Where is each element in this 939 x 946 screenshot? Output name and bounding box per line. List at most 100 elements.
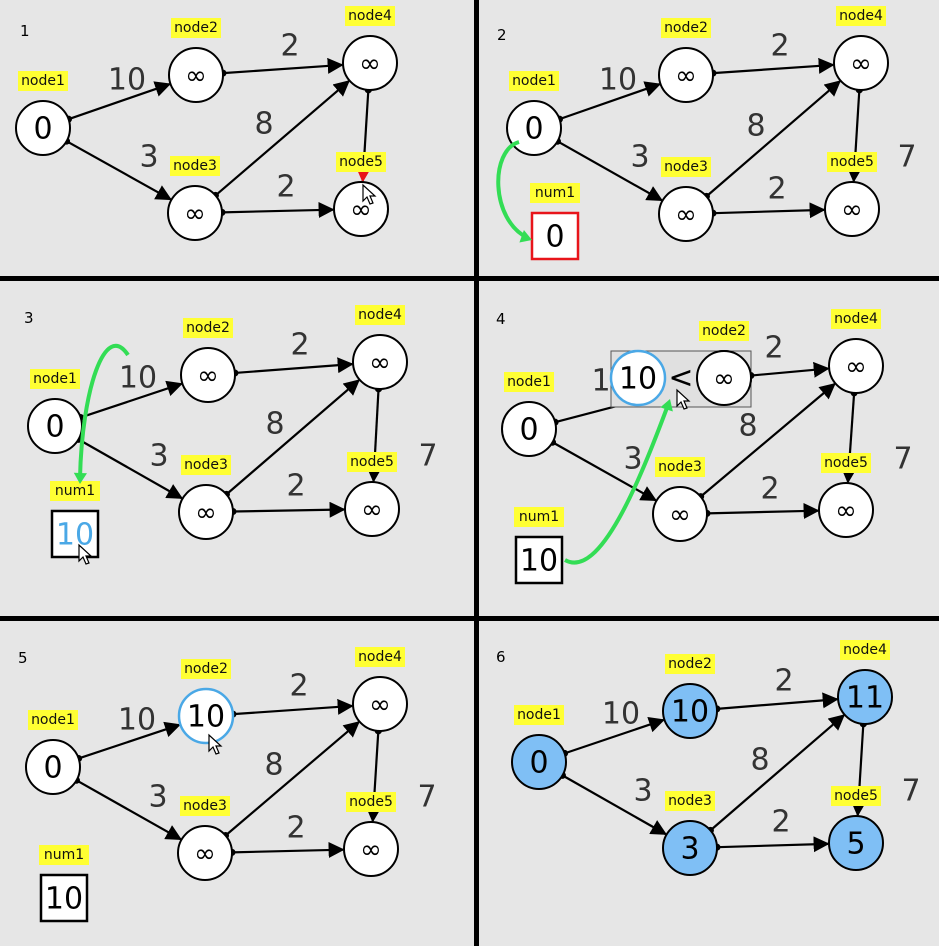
- node4-circle: [352, 676, 408, 732]
- node5-label: node5: [349, 794, 393, 810]
- edge-n1_n3: [77, 438, 184, 500]
- panel-number: 5: [18, 649, 28, 667]
- node1-circle: [511, 734, 567, 790]
- edge-n3_n4: [699, 382, 836, 498]
- node2: ∞node2: [658, 18, 714, 103]
- edge-n2_n4: [222, 57, 344, 75]
- weight-n3_n5: 2: [286, 811, 305, 846]
- green-arrow-panel-4: [564, 404, 670, 565]
- node3-circle: [167, 185, 223, 241]
- node4-label-bg: [345, 6, 395, 26]
- node2-circle: [180, 347, 236, 403]
- green-arrow-panel-4-head: [660, 399, 673, 412]
- node5-label: node5: [824, 455, 868, 471]
- edge-n1_n3: [551, 441, 657, 502]
- node1-value: 0: [519, 413, 538, 448]
- node5-circle: [818, 482, 874, 538]
- node5-value: ∞: [841, 195, 863, 225]
- edge-n2_n4: [712, 57, 835, 75]
- node2-label-bg: [699, 321, 749, 341]
- node4-circle: [828, 338, 884, 394]
- node2: ∞node2: [180, 318, 236, 403]
- node2-value: ∞: [675, 61, 697, 91]
- horizontal-divider-bottom: [0, 616, 939, 621]
- node2-value: ∞: [197, 361, 219, 391]
- node3-label-bg: [180, 796, 230, 816]
- node3-label-bg: [181, 455, 231, 475]
- weight-n2_n4: 2: [764, 331, 783, 366]
- num1-frame: [514, 535, 564, 585]
- edge-n3_n5: [712, 202, 826, 219]
- edge-n1_n2: [78, 721, 181, 760]
- node4-value: ∞: [369, 348, 391, 378]
- edge-n1_n3: [556, 140, 664, 202]
- num1-label-bg: [514, 507, 564, 527]
- num1-frame: [50, 509, 100, 559]
- edge-n3_n5: [706, 503, 820, 520]
- edge-n3_n5: [232, 501, 346, 518]
- num1-value: 0: [545, 220, 564, 255]
- node1-value: 0: [524, 112, 543, 147]
- node1-label-bg: [30, 369, 80, 389]
- node4-label-bg: [831, 309, 881, 329]
- node4-value: ∞: [359, 49, 381, 79]
- comparison-left-circle: [609, 349, 667, 407]
- weight-n2_n4: 2: [280, 29, 299, 64]
- comparison-overlay: 10<∞: [609, 349, 752, 408]
- node5-value: 5: [846, 827, 865, 862]
- node2-value: ∞: [185, 61, 207, 91]
- panel-3: 310328270node1∞node2∞node3∞node4∞node5nu…: [24, 305, 438, 559]
- edge-n3_n5: [716, 836, 830, 853]
- edge-n3_n4: [709, 714, 846, 832]
- node5-value: ∞: [360, 835, 382, 865]
- node5-label: node5: [339, 154, 383, 170]
- node3-label: node3: [183, 798, 227, 814]
- green-arrow-panel-3: [78, 343, 130, 479]
- node3-circle: [662, 820, 718, 876]
- comparison-operator: <: [668, 361, 693, 396]
- node5-label: node5: [830, 154, 874, 170]
- comparison-left-value: 10: [619, 362, 657, 397]
- node2-label: node2: [668, 656, 712, 672]
- weight-n4_n5: 7: [893, 442, 912, 477]
- node3: ∞node3: [652, 457, 708, 542]
- edge-n1_n2: [559, 81, 662, 121]
- edge-n2_n4: [234, 357, 354, 375]
- edge-n1_n3: [75, 779, 183, 841]
- weight-n1_n3: 3: [148, 780, 167, 815]
- weight-n1_n3: 3: [633, 774, 652, 809]
- node3-circle: [658, 186, 714, 242]
- weight-n2_n4: 2: [770, 29, 789, 64]
- node5-value: ∞: [350, 195, 372, 225]
- node3: ∞node3: [167, 156, 223, 241]
- horizontal-divider-top: [0, 276, 939, 281]
- weight-n3_n4: 8: [254, 107, 273, 142]
- node2-circle: [177, 687, 235, 745]
- weight-n4_n5: 7: [901, 774, 920, 809]
- num1-label-bg: [530, 183, 580, 203]
- weight-n3_n4: 8: [738, 409, 757, 444]
- edge-n3_n4: [705, 80, 842, 198]
- node4: ∞node4: [828, 309, 884, 394]
- node4-label: node4: [348, 8, 392, 24]
- cursor-icon: [676, 388, 691, 410]
- weight-n4_n5: 7: [897, 140, 916, 175]
- num1-label-bg: [39, 845, 89, 865]
- node2-label-bg: [665, 654, 715, 674]
- edge-n3_n4: [225, 379, 361, 496]
- node2-label-bg: [181, 659, 231, 679]
- weight-n3_n5: 2: [767, 172, 786, 207]
- node4-circle: [833, 35, 889, 91]
- node1-label: node1: [517, 707, 561, 723]
- node5-label-bg: [831, 786, 881, 806]
- weight-n1_n2: 10: [119, 361, 157, 396]
- weight-n2_n4: 2: [774, 664, 793, 699]
